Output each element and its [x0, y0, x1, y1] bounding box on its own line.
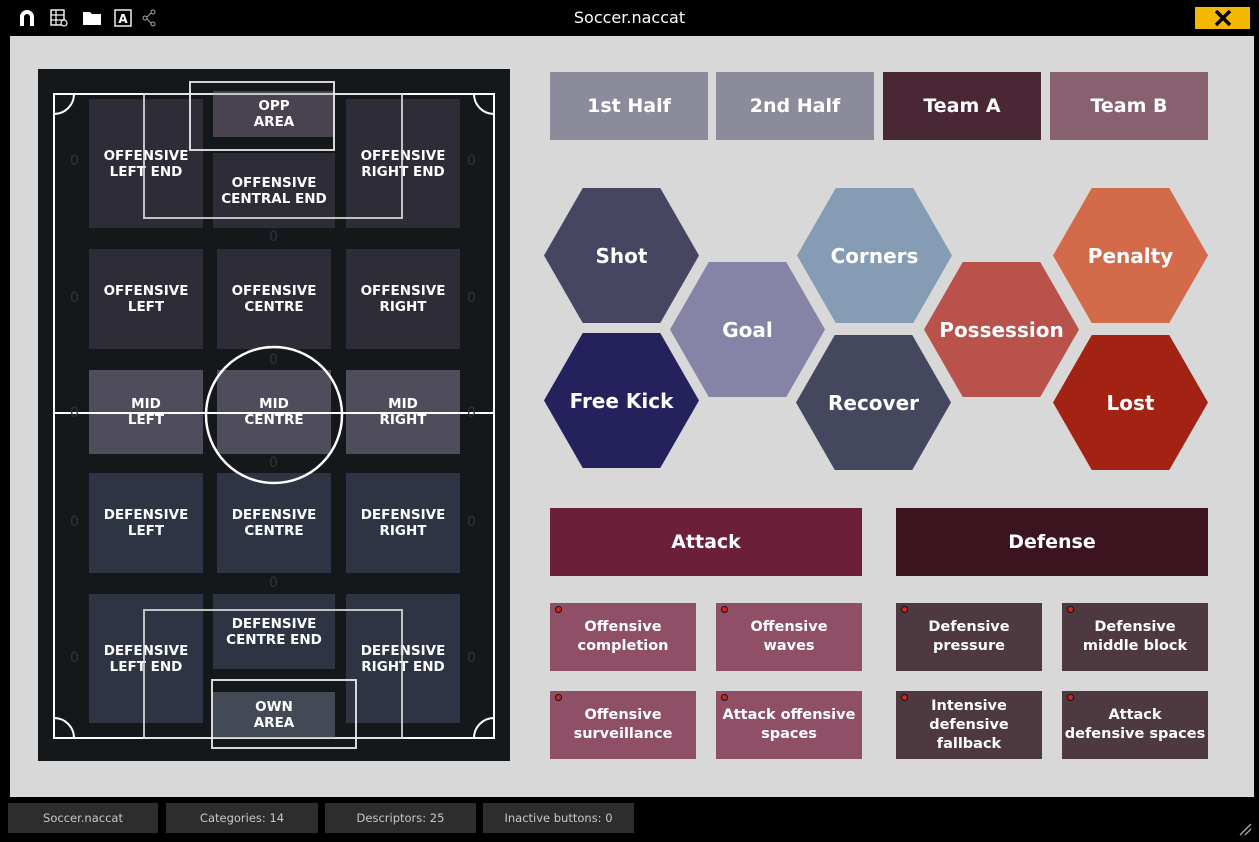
- defensive-pressure-button[interactable]: Defensive pressure: [896, 603, 1042, 671]
- zone-mid-left[interactable]: MID LEFT: [89, 370, 203, 454]
- text-icon[interactable]: A: [114, 9, 132, 31]
- share-icon[interactable]: [142, 9, 156, 31]
- zone-mid-centre[interactable]: MID CENTRE: [217, 370, 331, 454]
- zone-count: 0: [269, 229, 278, 245]
- zone-count: 0: [269, 575, 278, 591]
- zone-count: 0: [70, 514, 79, 530]
- zone-offensive-centre[interactable]: OFFENSIVE CENTRE: [217, 249, 331, 349]
- descriptor-label: Intensive defensive fallback: [929, 697, 1009, 752]
- status-dot: [1067, 694, 1074, 701]
- resize-grip-icon[interactable]: [1238, 821, 1252, 840]
- status-descriptors: Descriptors: 25: [325, 803, 476, 833]
- offensive-surveillance-button[interactable]: Offensive surveillance: [550, 691, 696, 759]
- close-icon: [1214, 10, 1231, 26]
- descriptor-label: Defensive middle block: [1082, 619, 1188, 654]
- magnet-icon[interactable]: [18, 9, 36, 31]
- second-half-button[interactable]: 2nd Half: [716, 72, 874, 140]
- main-canvas: OPP AREA OFFENSIVE LEFT END OFFENSIVE CE…: [10, 36, 1254, 797]
- zone-offensive-left-end[interactable]: OFFENSIVE LEFT END: [89, 99, 203, 228]
- zone-offensive-right-end[interactable]: OFFENSIVE RIGHT END: [346, 99, 460, 228]
- descriptor-label: Offensive completion: [577, 619, 669, 654]
- zone-count: 0: [70, 405, 79, 421]
- penalty-button[interactable]: Penalty: [1053, 188, 1208, 323]
- descriptor-label: Attack defensive spaces: [1064, 707, 1206, 742]
- soccer-field: OPP AREA OFFENSIVE LEFT END OFFENSIVE CE…: [38, 69, 510, 761]
- team-b-button[interactable]: Team B: [1050, 72, 1208, 140]
- offensive-completion-button[interactable]: Offensive completion: [550, 603, 696, 671]
- folder-icon[interactable]: [82, 9, 102, 31]
- offensive-waves-button[interactable]: Offensive waves: [716, 603, 862, 671]
- lost-button[interactable]: Lost: [1053, 335, 1208, 470]
- defensive-middle-block-button[interactable]: Defensive middle block: [1062, 603, 1208, 671]
- zone-count: 0: [269, 352, 278, 368]
- zone-defensive-left-end[interactable]: DEFENSIVE LEFT END: [89, 594, 203, 723]
- zone-defensive-right[interactable]: DEFENSIVE RIGHT: [346, 473, 460, 573]
- shot-button[interactable]: Shot: [544, 188, 699, 323]
- status-inactive-buttons: Inactive buttons: 0: [483, 803, 634, 833]
- status-dot: [555, 694, 562, 701]
- attack-offensive-spaces-button[interactable]: Attack offensive spaces: [716, 691, 862, 759]
- descriptor-label: Attack offensive spaces: [722, 707, 856, 742]
- status-dot: [901, 606, 908, 613]
- svg-text:A: A: [118, 12, 128, 26]
- status-bar: Soccer.naccat Categories: 14 Descriptors…: [0, 797, 1259, 842]
- zone-offensive-left[interactable]: OFFENSIVE LEFT: [89, 249, 203, 349]
- status-dot: [901, 694, 908, 701]
- window-title: Soccer.naccat: [573, 8, 686, 27]
- zone-offensive-right[interactable]: OFFENSIVE RIGHT: [346, 249, 460, 349]
- corners-button[interactable]: Corners: [797, 188, 952, 323]
- descriptor-label: Defensive pressure: [928, 619, 1010, 654]
- possession-button[interactable]: Possession: [924, 262, 1079, 397]
- goal-button[interactable]: Goal: [670, 262, 825, 397]
- descriptor-label: Offensive surveillance: [573, 707, 673, 742]
- table-settings-icon[interactable]: [50, 9, 68, 31]
- zone-count: 0: [269, 455, 278, 471]
- zone-count: 0: [70, 153, 79, 169]
- defense-button[interactable]: Defense: [896, 508, 1208, 576]
- zone-count: 0: [467, 290, 476, 306]
- zone-count: 0: [70, 290, 79, 306]
- descriptor-label: Offensive waves: [750, 619, 828, 654]
- team-a-button[interactable]: Team A: [883, 72, 1041, 140]
- attack-button[interactable]: Attack: [550, 508, 862, 576]
- zone-defensive-right-end[interactable]: DEFENSIVE RIGHT END: [346, 594, 460, 723]
- zone-count: 0: [467, 650, 476, 666]
- title-bar: A Soccer.naccat: [0, 0, 1259, 36]
- attack-defensive-spaces-button[interactable]: Attack defensive spaces: [1062, 691, 1208, 759]
- zone-offensive-central-end[interactable]: OFFENSIVE CENTRAL END: [213, 153, 335, 228]
- status-dot: [721, 606, 728, 613]
- zone-count: 0: [70, 650, 79, 666]
- recover-button[interactable]: Recover: [796, 335, 951, 470]
- intensive-defensive-fallback-button[interactable]: Intensive defensive fallback: [896, 691, 1042, 759]
- zone-opp-area[interactable]: OPP AREA: [213, 91, 335, 137]
- free-kick-button[interactable]: Free Kick: [544, 333, 699, 468]
- zone-own-area[interactable]: OWN AREA: [213, 692, 335, 738]
- status-dot: [1067, 606, 1074, 613]
- zone-defensive-centre[interactable]: DEFENSIVE CENTRE: [217, 473, 331, 573]
- zone-defensive-centre-end[interactable]: DEFENSIVE CENTRE END: [213, 594, 335, 669]
- zone-defensive-left[interactable]: DEFENSIVE LEFT: [89, 473, 203, 573]
- zone-mid-right[interactable]: MID RIGHT: [346, 370, 460, 454]
- status-dot: [555, 606, 562, 613]
- first-half-button[interactable]: 1st Half: [550, 72, 708, 140]
- status-categories: Categories: 14: [166, 803, 318, 833]
- status-dot: [721, 694, 728, 701]
- zone-count: 0: [467, 153, 476, 169]
- status-file: Soccer.naccat: [8, 803, 158, 833]
- zone-count: 0: [467, 405, 476, 421]
- close-button[interactable]: [1195, 7, 1250, 29]
- zone-count: 0: [467, 514, 476, 530]
